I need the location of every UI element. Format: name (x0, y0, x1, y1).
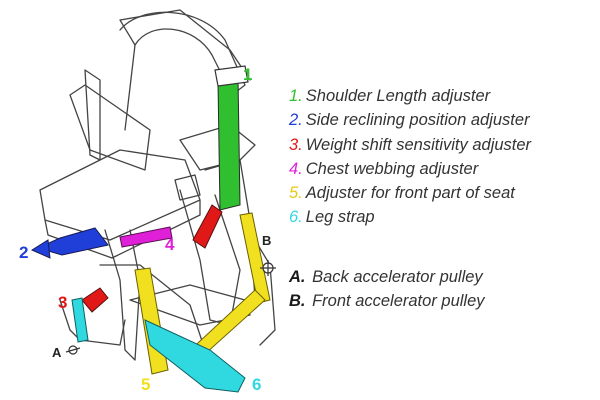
front-accelerator-pulley (260, 260, 276, 276)
back-panel-outline (69, 84, 151, 171)
legend-letter: A. (289, 268, 306, 286)
pulley-legend: A. Back accelerator pulley B. Front acce… (289, 265, 594, 313)
chest-webbing-strap (119, 226, 173, 248)
legend-label: Chest webbing adjuster (305, 159, 479, 178)
shoulder-strap-left-outline (119, 9, 251, 81)
legend-item-a: A. Back accelerator pulley (289, 265, 594, 289)
legend-label: Shoulder Length adjuster (305, 87, 491, 105)
legend-item-4: 4.Chest webbing adjuster (289, 157, 594, 181)
side-reclining-strap-2 (59, 227, 109, 246)
legend-number: 6. (289, 208, 303, 227)
chest-strap-area-outline (179, 124, 256, 171)
lower-strap-outline (99, 264, 206, 351)
legend-label: Weight shift sensitivity adjuster (305, 135, 532, 154)
back-accelerator-pulley (65, 345, 81, 355)
legend-item-b: B. Front accelerator pulley (289, 289, 594, 313)
callout-4: 4 (165, 235, 175, 254)
callout-3: 3 (58, 293, 67, 312)
front-pulley-line-outline (254, 239, 276, 346)
legend-label: Front accelerator pulley (312, 292, 485, 310)
side-frame-outline (104, 229, 141, 361)
front-seat-adjuster-strap-right (239, 212, 271, 304)
legend-number: 2. (289, 111, 303, 130)
adjuster-legend: 1.Shoulder Length adjuster 2.Side reclin… (289, 84, 594, 230)
legend-number: 1. (289, 87, 303, 105)
legend-item-2: 2.Side reclining position adjuster (289, 108, 594, 132)
weight-shift-strap (81, 287, 109, 313)
legend-item-3: 3.Weight shift sensitivity adjuster (289, 133, 594, 157)
legend-label: Adjuster for front part of seat (305, 184, 515, 203)
shoulder-buckle (214, 65, 249, 87)
legend-label: Side reclining position adjuster (305, 111, 530, 130)
weight-shift-strap-upper (192, 204, 223, 249)
legend-item-5: 5.Adjuster for front part of seat (289, 181, 594, 205)
leg-strap-lower (144, 319, 246, 393)
callout-1: 1 (243, 65, 252, 84)
legend-number: 5. (289, 184, 303, 203)
buckle-outline (174, 174, 201, 201)
legend-label: Back accelerator pulley (312, 268, 483, 286)
legend-letter: B. (289, 292, 306, 310)
callout-6: 6 (252, 375, 261, 394)
callout-b: B (262, 233, 271, 248)
left-frame-outline (84, 69, 101, 161)
callout-a: A (52, 345, 62, 360)
legend-label: Leg strap (305, 208, 375, 227)
legend-number: 4. (289, 159, 303, 178)
shoulder-length-strap (217, 77, 241, 211)
legend-number: 3. (289, 135, 303, 154)
legend-item-1: 1.Shoulder Length adjuster (289, 84, 594, 108)
callout-2: 2 (19, 243, 28, 262)
side-reclining-arrowhead (30, 239, 51, 259)
legend-item-6: 6.Leg strap (289, 205, 594, 229)
seat-side-outline (44, 199, 201, 259)
callout-5: 5 (141, 375, 150, 394)
leg-strap (71, 297, 89, 343)
